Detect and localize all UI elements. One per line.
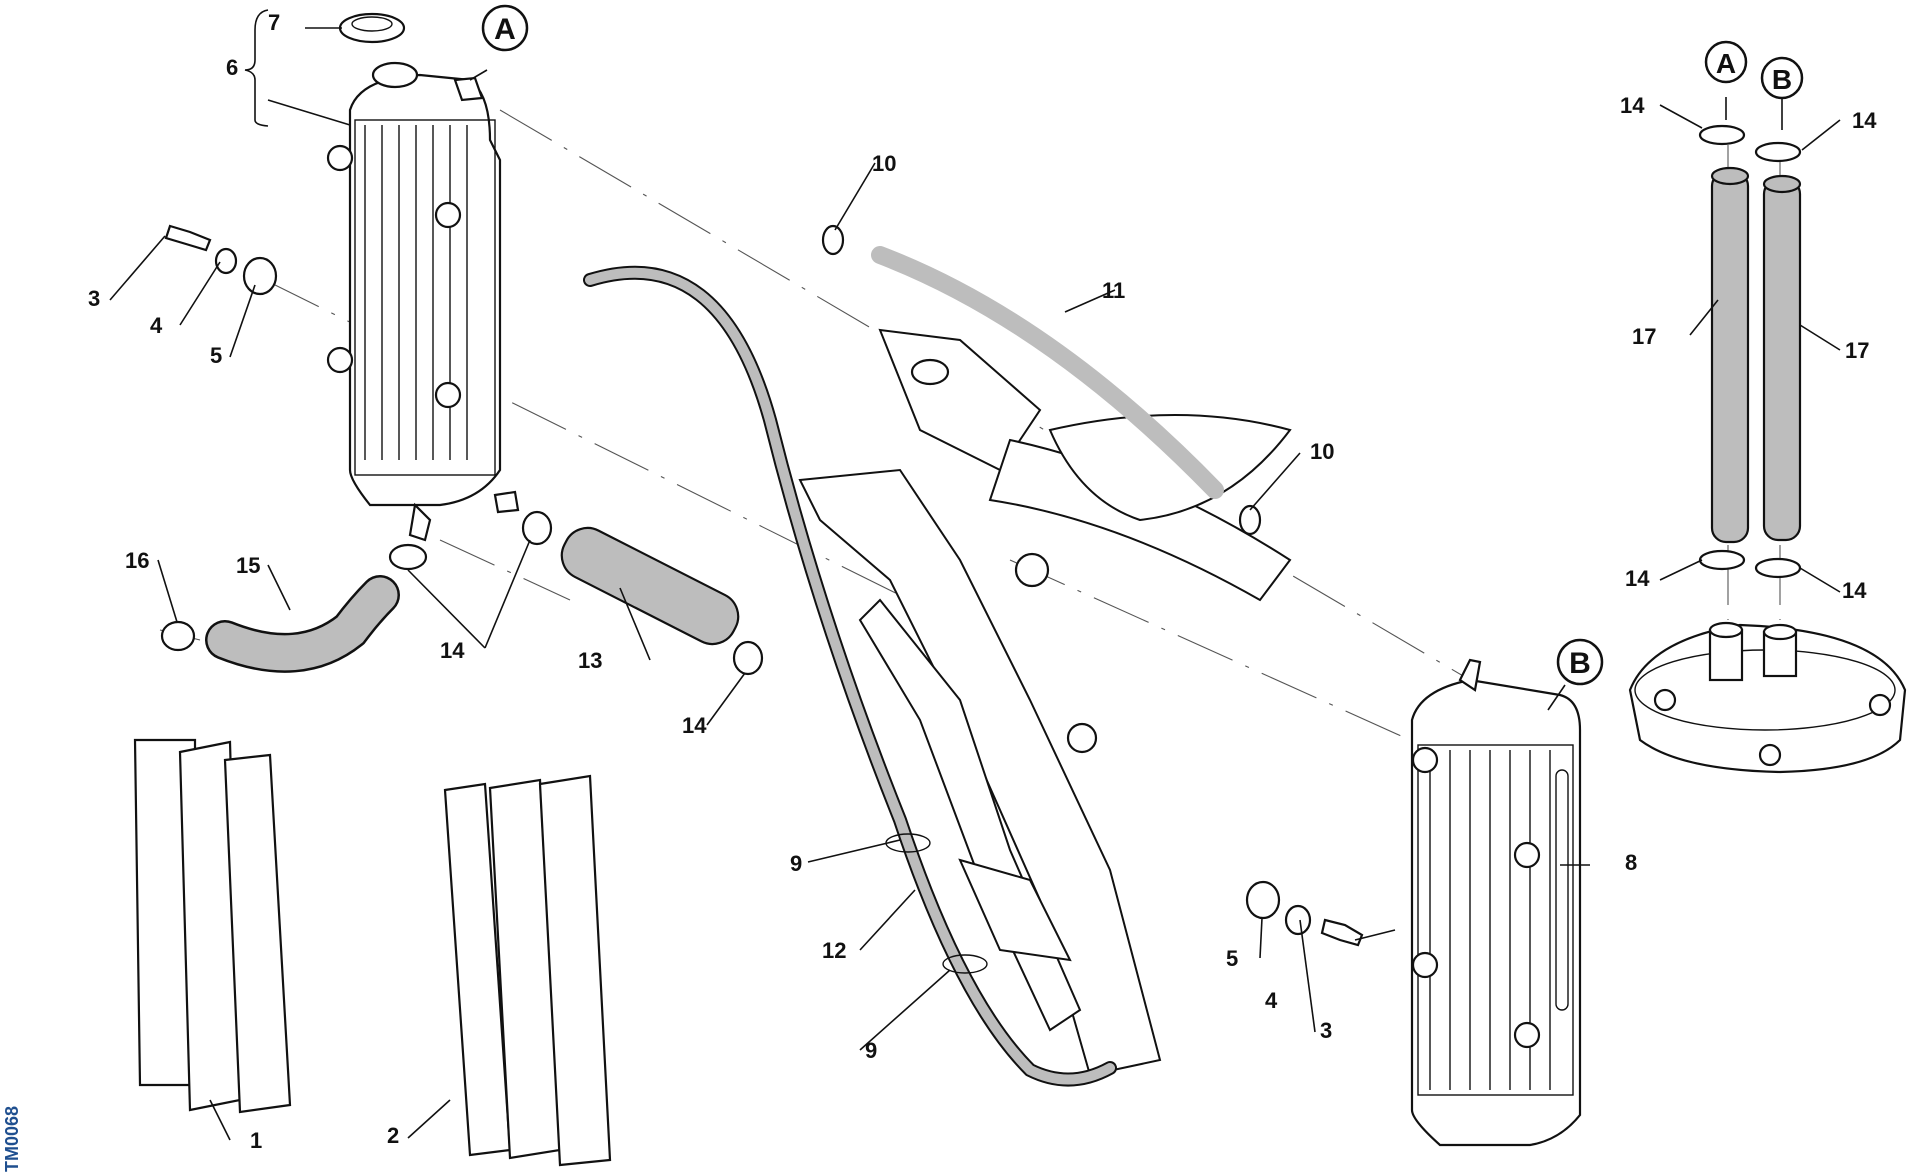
hose-clamps xyxy=(160,124,1802,974)
callout-4-left: 4 xyxy=(150,313,163,338)
marker-a-left: A xyxy=(494,13,516,46)
callout-16: 16 xyxy=(125,548,149,573)
callout-7: 7 xyxy=(268,10,280,35)
motorcycle-frame xyxy=(798,328,1292,1077)
marker-a-left-circle xyxy=(481,4,529,52)
callout-3-left: 3 xyxy=(88,286,100,311)
radiator-guards xyxy=(133,738,612,1167)
callout-6: 6 xyxy=(226,55,238,80)
marker-a-top-circle xyxy=(1704,40,1748,84)
callout-17-left: 17 xyxy=(1632,324,1656,349)
callout-3-right: 3 xyxy=(1320,1018,1332,1043)
callout-14-mid: 14 xyxy=(682,713,707,738)
hoses xyxy=(205,166,1802,1087)
callout-4-right: 4 xyxy=(1265,988,1278,1013)
callout-5-right: 5 xyxy=(1226,946,1238,971)
water-pump-cover xyxy=(1628,621,1907,774)
callout-1: 1 xyxy=(250,1128,262,1153)
callout-2: 2 xyxy=(387,1123,399,1148)
left-radiator xyxy=(326,61,520,542)
marker-b-right: B xyxy=(1569,647,1591,680)
document-code: TM0068 xyxy=(2,1106,22,1172)
callout-14-bottom-left: 14 xyxy=(1625,566,1650,591)
callout-14-bottom-right: 14 xyxy=(1842,578,1867,603)
marker-b-right-circle xyxy=(1556,638,1604,686)
callout-11: 11 xyxy=(1102,278,1125,303)
callout-14-left: 14 xyxy=(440,638,465,663)
callout-14-top-left: 14 xyxy=(1620,93,1645,118)
marker-b-top: B xyxy=(1772,64,1792,95)
reference-markers: A B A B xyxy=(481,4,1804,686)
callout-5-left: 5 xyxy=(210,343,222,368)
mounting-hardware xyxy=(164,224,1364,947)
right-radiator xyxy=(1410,658,1582,1147)
callout-14-top-right: 14 xyxy=(1852,108,1877,133)
callout-10-right: 10 xyxy=(1310,439,1334,464)
callout-10-left: 10 xyxy=(872,151,896,176)
callout-9-lower: 9 xyxy=(865,1038,877,1063)
callout-9-upper: 9 xyxy=(790,851,802,876)
callout-8: 8 xyxy=(1625,850,1637,875)
callout-15: 15 xyxy=(236,553,260,578)
leader-lines xyxy=(109,9,1841,1141)
callout-12: 12 xyxy=(822,938,846,963)
radiator-cap xyxy=(338,12,406,44)
marker-b-top-circle xyxy=(1760,56,1804,100)
callout-numbers: 1 2 3 3 4 4 5 5 6 7 8 9 9 10 10 11 12 13… xyxy=(88,10,1877,1153)
marker-a-top: A xyxy=(1716,48,1736,79)
callout-17-right: 17 xyxy=(1845,338,1869,363)
callout-13: 13 xyxy=(578,648,602,673)
